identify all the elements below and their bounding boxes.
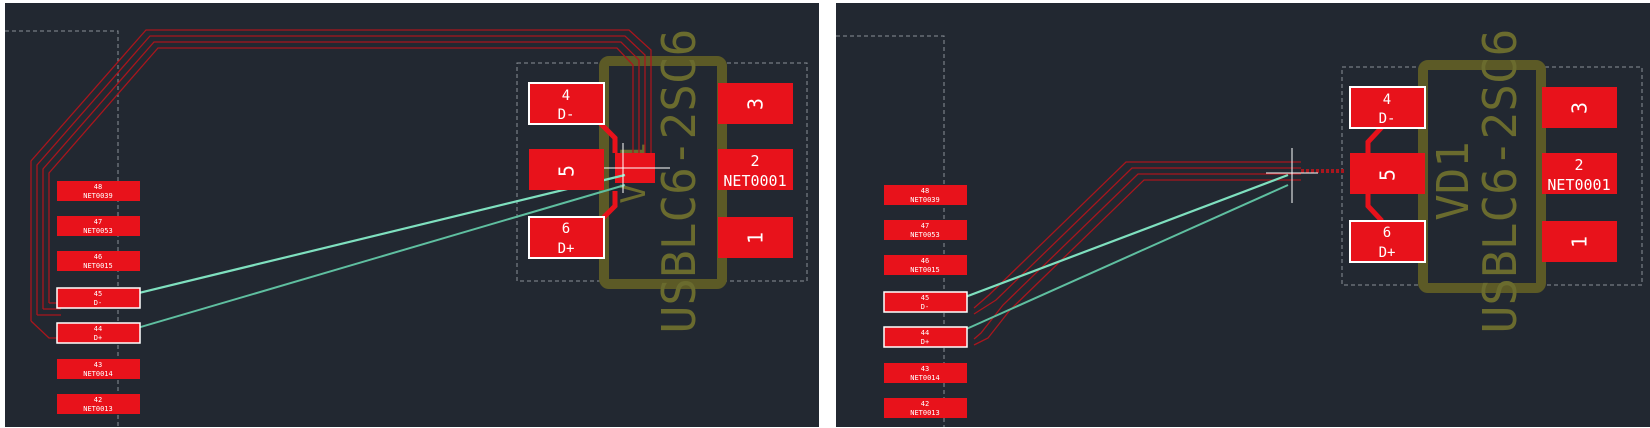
connector-pad-42[interactable]: 42 NET0013 [57, 394, 140, 414]
chip-pad-6[interactable]: 6 D+ [528, 216, 605, 259]
connector-pad-46[interactable]: 46 NET0015 [57, 251, 140, 271]
ratsnest-line-d-plus [943, 184, 1289, 340]
chip-pad-4[interactable]: 4 D- [528, 82, 605, 125]
pad-number: 4 [1383, 92, 1391, 108]
chip-pad-1[interactable]: 1 [1542, 221, 1617, 262]
connector-pad-46[interactable]: 46 NET0015 [884, 255, 967, 275]
trace[interactable] [973, 161, 1301, 309]
pad-number: 45 [921, 294, 929, 302]
chip-pad-1[interactable]: 1 [718, 217, 793, 258]
connector-courtyard [836, 35, 945, 427]
connector-courtyard [5, 30, 119, 427]
chip-pad-5[interactable]: 5 [529, 149, 604, 190]
pad-number: 47 [921, 222, 929, 230]
connector-pad-47[interactable]: 47 NET0053 [57, 216, 140, 236]
pad-number: 43 [921, 365, 929, 373]
trace[interactable] [30, 29, 652, 321]
pad-number: 3 [744, 98, 768, 110]
pad-net: D- [921, 303, 929, 311]
crosshair-cursor-icon [600, 143, 670, 193]
chip-pad-4[interactable]: 4 D- [1349, 86, 1426, 129]
pad-number: 1 [744, 232, 768, 244]
pcb-view-before[interactable]: USBLC6-2SC6 VD1 4 [5, 3, 819, 427]
connector-pad-43[interactable]: 43 NET0014 [884, 363, 967, 383]
pad-number: 2 [750, 152, 759, 170]
pad-number: 43 [94, 361, 102, 369]
pad-number: 4 [562, 88, 570, 104]
chip-pad-3[interactable]: 3 [718, 83, 793, 124]
chip-part-label: USBLC6-2SC6 [1473, 29, 1527, 334]
connector-pad-45[interactable]: 45 D- [56, 287, 141, 309]
pad-net: D+ [1379, 245, 1396, 261]
pad-net: D- [1379, 111, 1396, 127]
pad-number: 46 [94, 253, 102, 261]
pad-number: 48 [94, 183, 102, 191]
pcb-canvas-after[interactable]: USBLC6-2SC6 VD1 4 D- [836, 3, 1650, 427]
pad-net: NET0039 [910, 196, 940, 204]
trace[interactable] [36, 35, 646, 315]
connector-pad-43[interactable]: 43 NET0014 [57, 359, 140, 379]
chip-pad-2[interactable]: 2 NET0001 [718, 149, 793, 190]
connector-pad-44[interactable]: 44 D+ [883, 326, 968, 348]
pad-number: 47 [94, 218, 102, 226]
pad-number: 5 [1376, 169, 1400, 181]
pad-net: NET0014 [83, 370, 113, 378]
pad-net: NET0039 [83, 192, 113, 200]
pad-net: NET0014 [910, 374, 940, 382]
chip-pad-6[interactable]: 6 D+ [1349, 220, 1426, 263]
pad-number: 48 [921, 187, 929, 195]
pad-number: 42 [94, 396, 102, 404]
pad-number: 6 [1383, 225, 1391, 241]
pad-net: NET0053 [910, 231, 940, 239]
pad-net: NET0001 [723, 172, 786, 190]
chip-pad-5[interactable]: 5 [1350, 153, 1425, 194]
chip-pad-3[interactable]: 3 [1542, 87, 1617, 128]
pad-net: NET0013 [910, 409, 940, 417]
ratsnest-line-d-plus [109, 184, 626, 337]
pad-net: NET0013 [83, 405, 113, 413]
pad-net: D+ [94, 334, 102, 342]
pad-net: D- [558, 107, 575, 123]
chip-part-label: USBLC6-2SC6 [652, 29, 706, 334]
trace[interactable] [973, 173, 1301, 340]
trace[interactable] [42, 41, 640, 309]
ratsnest-line-d-minus [943, 173, 1289, 307]
chip-designator: VD1 [1428, 141, 1479, 220]
connector-pad-47[interactable]: 47 NET0053 [884, 220, 967, 240]
connector-pad-48[interactable]: 48 NET0039 [57, 181, 140, 201]
pad-net: NET0015 [910, 266, 940, 274]
pad-number: 45 [94, 290, 102, 298]
ratsnest-line-d-minus [109, 173, 626, 302]
pad-net: D- [94, 299, 102, 307]
chip-pad-2[interactable]: 2 NET0001 [1542, 153, 1617, 194]
pad-number: 2 [1574, 156, 1583, 174]
pad-number: 1 [1568, 236, 1592, 248]
pad-number: 44 [921, 329, 929, 337]
connector-pad-42[interactable]: 42 NET0013 [884, 398, 967, 418]
pad-net: D+ [921, 338, 929, 346]
pad-number: 46 [921, 257, 929, 265]
trace[interactable] [973, 167, 1301, 315]
pcb-canvas-before[interactable]: USBLC6-2SC6 VD1 4 [5, 3, 819, 427]
crosshair-cursor-icon [1266, 148, 1318, 203]
pad-net: NET0015 [83, 262, 113, 270]
connector-pad-48[interactable]: 48 NET0039 [884, 185, 967, 205]
pad-number: 6 [562, 221, 570, 237]
pad-net: NET0053 [83, 227, 113, 235]
pad-net: D+ [558, 241, 575, 257]
pcb-view-after[interactable]: USBLC6-2SC6 VD1 4 D- [836, 3, 1650, 427]
pad-number: 3 [1568, 102, 1592, 114]
trace[interactable] [48, 47, 634, 303]
pad-number: 44 [94, 325, 102, 333]
pad-number: 42 [921, 400, 929, 408]
connector-pad-45[interactable]: 45 D- [883, 291, 968, 313]
pad-net: NET0001 [1547, 176, 1610, 194]
pad-number: 5 [555, 165, 579, 177]
connector-pad-44[interactable]: 44 D+ [56, 322, 141, 344]
